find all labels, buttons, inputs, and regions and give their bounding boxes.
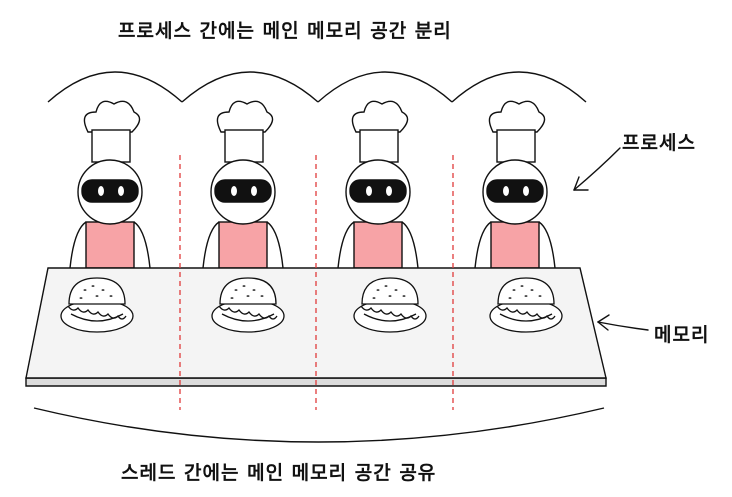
- process-arc: [317, 71, 453, 103]
- shared-memory-arc: [33, 407, 605, 443]
- burger-icon: [60, 277, 134, 333]
- bottom-title: 스레드 간에는 메인 메모리 공간 공유: [121, 462, 437, 484]
- process-arc: [451, 71, 587, 103]
- process-arc: [181, 71, 319, 103]
- burger-group: [60, 277, 563, 333]
- top-title: 프로세스 간에는 메인 메모리 공간 분리: [118, 20, 452, 42]
- memory-label: 메모리: [654, 324, 710, 346]
- process-boundary-arcs: [47, 71, 587, 103]
- burger-icon: [211, 277, 285, 333]
- process-dividers: [179, 155, 454, 410]
- chef-robot-icon: [202, 100, 284, 269]
- chef-robot-icon: [69, 100, 151, 269]
- arrow-icon: [597, 314, 649, 331]
- burger-icon: [489, 277, 563, 333]
- process-arc: [47, 71, 183, 103]
- process-label: 프로세스: [622, 132, 696, 154]
- chef-group: [69, 100, 556, 269]
- chef-robot-icon: [474, 100, 556, 269]
- arrow-icon: [573, 147, 621, 191]
- chef-robot-icon: [337, 100, 419, 269]
- burger-icon: [353, 277, 427, 333]
